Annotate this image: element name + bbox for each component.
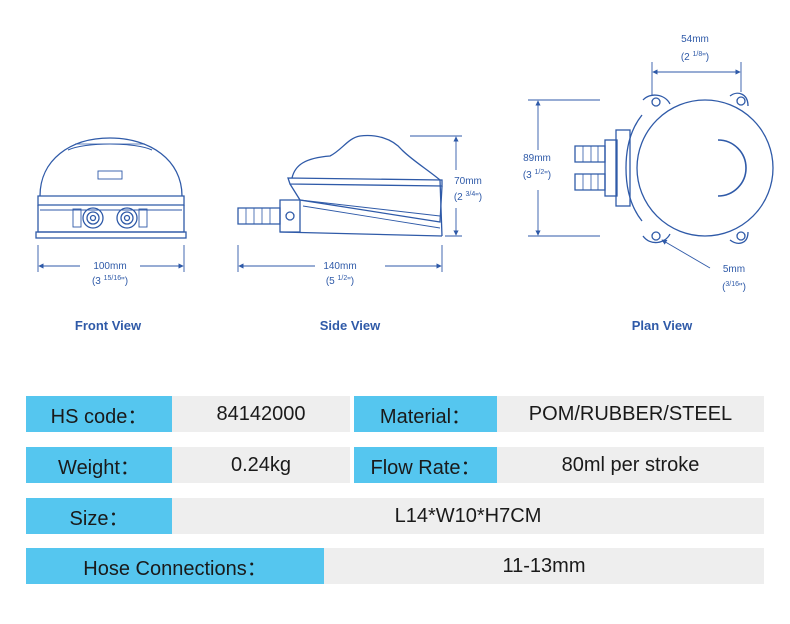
- flow-rate-value: 80ml per stroke: [497, 447, 764, 483]
- spec-row-size: Size： L14*W10*H7CM: [26, 498, 764, 534]
- front-dim-mm: 100mm: [93, 261, 126, 272]
- size-label: Size：: [26, 498, 172, 534]
- side-width-inch: (5 1/2"): [326, 275, 354, 287]
- front-view-caption: Front View: [75, 318, 142, 333]
- spec-row-hose: Hose Connections： 11-13mm: [26, 548, 764, 584]
- spec-row-weight-flow: Weight： 0.24kg Flow Rate： 80ml per strok…: [26, 447, 764, 483]
- material-value: POM/RUBBER/STEEL: [497, 396, 764, 432]
- side-view-caption: Side View: [320, 318, 381, 333]
- spec-row-hs-material: HS code： 84142000 Material： POM/RUBBER/S…: [26, 396, 764, 432]
- side-height-inch: (2 3/4"): [454, 191, 482, 203]
- plan-top-mm: 54mm: [681, 34, 709, 45]
- hose-connections-label: Hose Connections：: [26, 548, 324, 584]
- flow-rate-label: Flow Rate：: [354, 447, 497, 483]
- side-view-dimensions: [237, 135, 462, 272]
- front-dim-inch: (3 15/16"): [92, 275, 128, 287]
- hs-code-label: HS code：: [26, 396, 172, 432]
- plan-left-inch: (3 1/2"): [523, 169, 551, 181]
- plan-view-drawing: [574, 92, 774, 244]
- plan-view-dimensions: [528, 62, 742, 269]
- plan-view-caption: Plan View: [632, 318, 693, 333]
- front-view-dimension: [37, 245, 185, 272]
- technical-drawings: 100mm (3 15/16") Front View 140mm (5 1/2…: [35, 34, 774, 333]
- weight-value: 0.24kg: [172, 447, 350, 483]
- plan-top-inch: (2 1/8"): [681, 51, 709, 63]
- size-value: L14*W10*H7CM: [172, 498, 764, 534]
- weight-label: Weight：: [26, 447, 172, 483]
- hs-code-value: 84142000: [172, 396, 350, 432]
- side-height-mm: 70mm: [454, 176, 482, 187]
- drawing-canvas: 100mm (3 15/16") Front View 140mm (5 1/2…: [35, 34, 774, 333]
- plan-hole-mm: 5mm: [723, 264, 745, 275]
- front-view-drawing: [35, 137, 187, 239]
- material-label: Material：: [354, 396, 497, 432]
- plan-left-mm: 89mm: [523, 153, 551, 164]
- spec-table: HS code： 84142000 Material： POM/RUBBER/S…: [26, 396, 764, 586]
- side-view-drawing: [237, 134, 443, 237]
- hose-connections-value: 11-13mm: [324, 548, 764, 584]
- plan-hole-inch: (3/16"): [722, 281, 746, 293]
- side-width-mm: 140mm: [323, 261, 356, 272]
